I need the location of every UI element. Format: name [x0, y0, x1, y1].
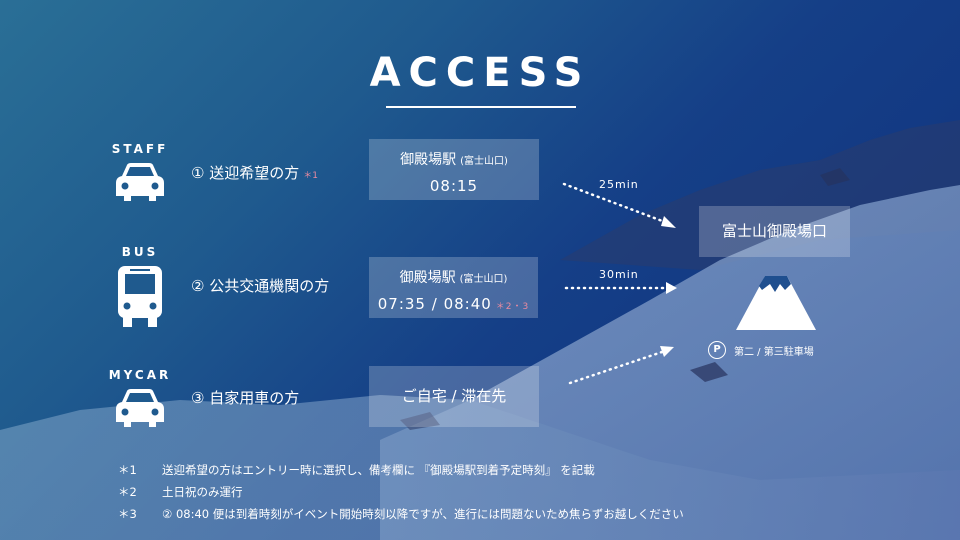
origin-box-staff: 御殿場駅(富士山口) 08:15: [369, 139, 539, 200]
car-icon: [116, 389, 164, 427]
origin-box-mycar: ご自宅 / 滞在先: [369, 366, 539, 427]
route-label-mycar: ③ 自家用車の方: [191, 387, 299, 408]
footnote-key: ＊2: [118, 485, 137, 499]
arrowhead-bus: [666, 282, 677, 294]
footnotes: ＊1 送迎希望の方はエントリー時に選択し、備考欄に 『御殿場駅到着予定時刻』 を…: [118, 462, 684, 528]
mode-mycar: MYCAR: [100, 368, 180, 430]
route-label-staff: ① 送迎希望の方＊1: [191, 162, 318, 183]
destination-box: 富士山御殿場口: [699, 206, 850, 257]
arrow-staff: [562, 182, 667, 224]
origin-place: ご自宅 / 滞在先: [401, 387, 507, 405]
route-text: ① 送迎希望の方: [191, 164, 300, 182]
mountain-icon: [736, 276, 816, 330]
origin-station: 御殿場駅(富士山口): [400, 152, 508, 168]
origin-time: 07:35 / 08:40＊2・3: [377, 295, 530, 313]
footnote-text: ② 08:40 便は到着時刻がイベント開始時刻以降ですが、進行には問題ないため焦…: [162, 507, 684, 521]
arrowhead-mycar: [660, 346, 674, 357]
bus-icon: [118, 266, 162, 327]
arrow-mycar: [568, 350, 664, 385]
title-underline: [386, 106, 576, 108]
footnote-row: ＊1 送迎希望の方はエントリー時に選択し、備考欄に 『御殿場駅到着予定時刻』 を…: [118, 462, 684, 484]
footnote-row: ＊2 土日祝のみ運行: [118, 484, 684, 506]
mode-label: STAFF: [111, 142, 169, 156]
parking-text: 第二 / 第三駐車場: [734, 346, 814, 358]
mode-label: MYCAR: [108, 368, 172, 382]
footnote-text: 送迎希望の方はエントリー時に選択し、備考欄に 『御殿場駅到着予定時刻』 を記載: [162, 463, 595, 477]
parking-icon: P: [708, 341, 726, 359]
mode-bus: BUS: [100, 245, 180, 329]
route-label-bus: ② 公共交通機関の方: [191, 275, 329, 296]
car-icon: [116, 163, 164, 201]
note-marker: ＊1: [303, 171, 318, 181]
travel-time-staff: 25min: [599, 178, 639, 191]
footnote-key: ＊3: [118, 507, 137, 521]
route-text: ③ 自家用車の方: [191, 389, 300, 407]
footnote-row: ＊3 ② 08:40 便は到着時刻がイベント開始時刻以降ですが、進行には問題ない…: [118, 506, 684, 528]
origin-station: 御殿場駅(富士山口): [399, 270, 508, 286]
origin-box-bus: 御殿場駅(富士山口) 07:35 / 08:40＊2・3: [369, 257, 538, 318]
mode-staff: STAFF: [100, 142, 180, 204]
footnote-key: ＊1: [118, 463, 137, 477]
travel-time-bus: 30min: [599, 268, 639, 281]
page-title: ACCESS: [369, 50, 591, 96]
origin-time: 08:15: [429, 177, 479, 195]
route-text: ② 公共交通機関の方: [191, 277, 330, 295]
arrowhead-staff: [661, 216, 676, 228]
footnote-text: 土日祝のみ運行: [162, 485, 243, 499]
mode-label: BUS: [121, 245, 159, 259]
parking-info: P 第二 / 第三駐車場: [708, 341, 814, 359]
